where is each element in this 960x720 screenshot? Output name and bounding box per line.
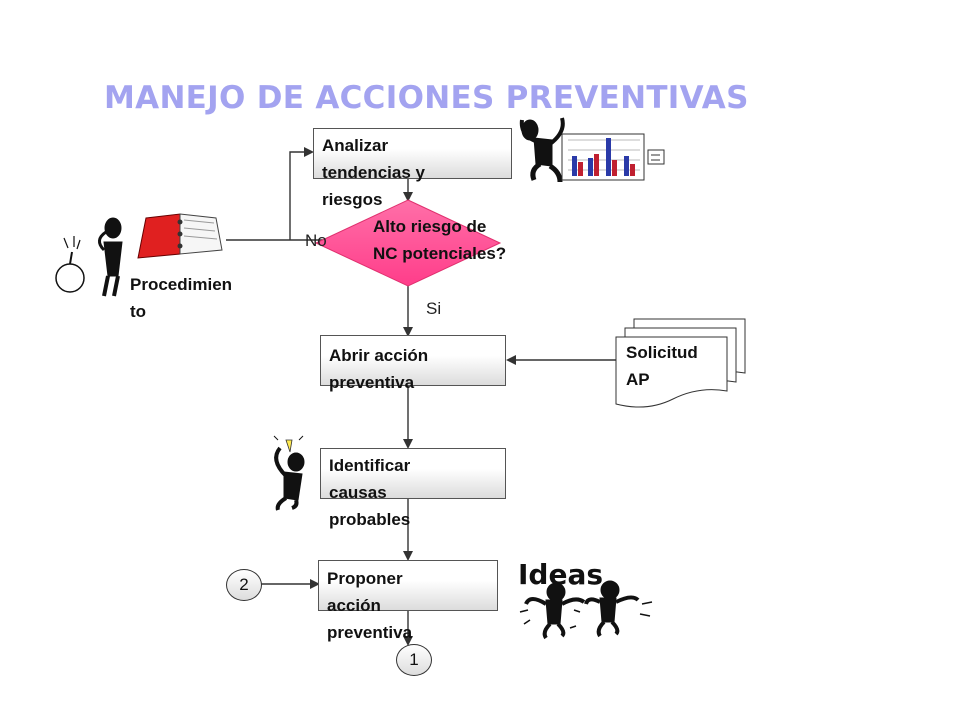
red-binder-icon xyxy=(137,213,223,259)
edge-no-loop xyxy=(289,147,314,240)
page-title: MANEJO DE ACCIONES PREVENTIVAS xyxy=(104,80,749,116)
proponer-label: Proponer acción preventiva xyxy=(327,569,413,642)
solicitud-label: Solicitud AP xyxy=(626,343,698,389)
bar-chart-icon xyxy=(561,133,665,181)
abrir-label: Abrir acción preventiva xyxy=(329,346,429,392)
ideas-figures-icon: Ideas xyxy=(518,558,653,640)
connector-one: 1 xyxy=(396,644,432,676)
decision-diamond xyxy=(314,199,502,287)
identificar-label: Identificar causas probables xyxy=(329,456,411,529)
edge-label-no: No xyxy=(305,231,327,250)
lightbulb-figure-icon xyxy=(273,435,305,511)
solicitud-document-shape xyxy=(615,318,746,408)
proponer-box xyxy=(318,560,498,611)
connector-two: 2 xyxy=(226,569,262,601)
abrir-box xyxy=(320,335,506,386)
analizar-box xyxy=(313,128,512,179)
edge-label-si: Si xyxy=(426,299,442,318)
identificar-box xyxy=(320,448,506,499)
analizar-label: Analizar tendencias y riesgos xyxy=(322,136,425,209)
decision-label: Alto riesgo de NC potenciales? xyxy=(373,217,507,263)
confused-figure-icon xyxy=(55,217,123,297)
procedimiento-label: Procedimien to xyxy=(130,275,233,321)
dancing-figure-icon xyxy=(519,117,565,183)
